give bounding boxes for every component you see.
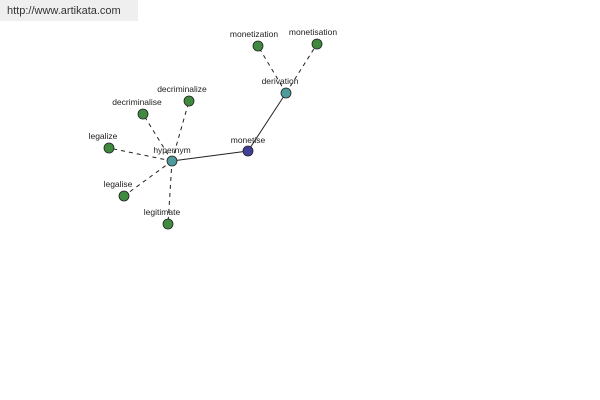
node-decriminalize[interactable] — [183, 95, 195, 107]
edge-monetise-hypernym — [171, 150, 249, 162]
node-monetization[interactable] — [252, 40, 264, 52]
node-label-monetization: monetization — [230, 29, 278, 39]
node-derivation[interactable] — [280, 87, 292, 99]
node-label-decriminalize: decriminalize — [157, 84, 207, 94]
node-legitimate[interactable] — [162, 218, 174, 230]
edge-derivation-monetization — [257, 45, 287, 94]
node-label-legitimate: legitimate — [144, 207, 181, 217]
edge-monetise-derivation — [247, 92, 287, 152]
edge-hypernym-legitimate — [167, 160, 173, 225]
watermark-bar: http://www.artikata.com — [0, 0, 138, 21]
node-label-legalise: legalise — [104, 179, 133, 189]
node-label-decriminalise: decriminalise — [112, 97, 162, 107]
watermark-url: http://www.artikata.com — [7, 5, 121, 17]
edge-hypernym-decriminalise — [142, 113, 173, 162]
node-legalize[interactable] — [103, 142, 115, 154]
node-label-legalize: legalize — [89, 131, 118, 141]
nodes-layer: monetise hypernym derivation decriminalize d… — [89, 27, 337, 230]
node-decriminalise[interactable] — [137, 108, 149, 120]
edge-derivation-monetisation — [285, 43, 318, 94]
node-hypernym[interactable] — [166, 155, 178, 167]
edge-hypernym-decriminalize — [171, 100, 190, 162]
node-label-monetise: monetise — [231, 135, 266, 145]
node-monetisation[interactable] — [311, 38, 323, 50]
edge-hypernym-legalize — [108, 147, 173, 162]
node-legalise[interactable] — [118, 190, 130, 202]
edges-layer — [108, 43, 318, 225]
node-label-monetisation: monetisation — [289, 27, 337, 37]
node-label-derivation: derivation — [262, 76, 299, 86]
node-label-hypernym: hypernym — [153, 145, 190, 155]
node-monetise[interactable] — [242, 145, 254, 157]
edge-hypernym-legalise — [123, 160, 173, 197]
